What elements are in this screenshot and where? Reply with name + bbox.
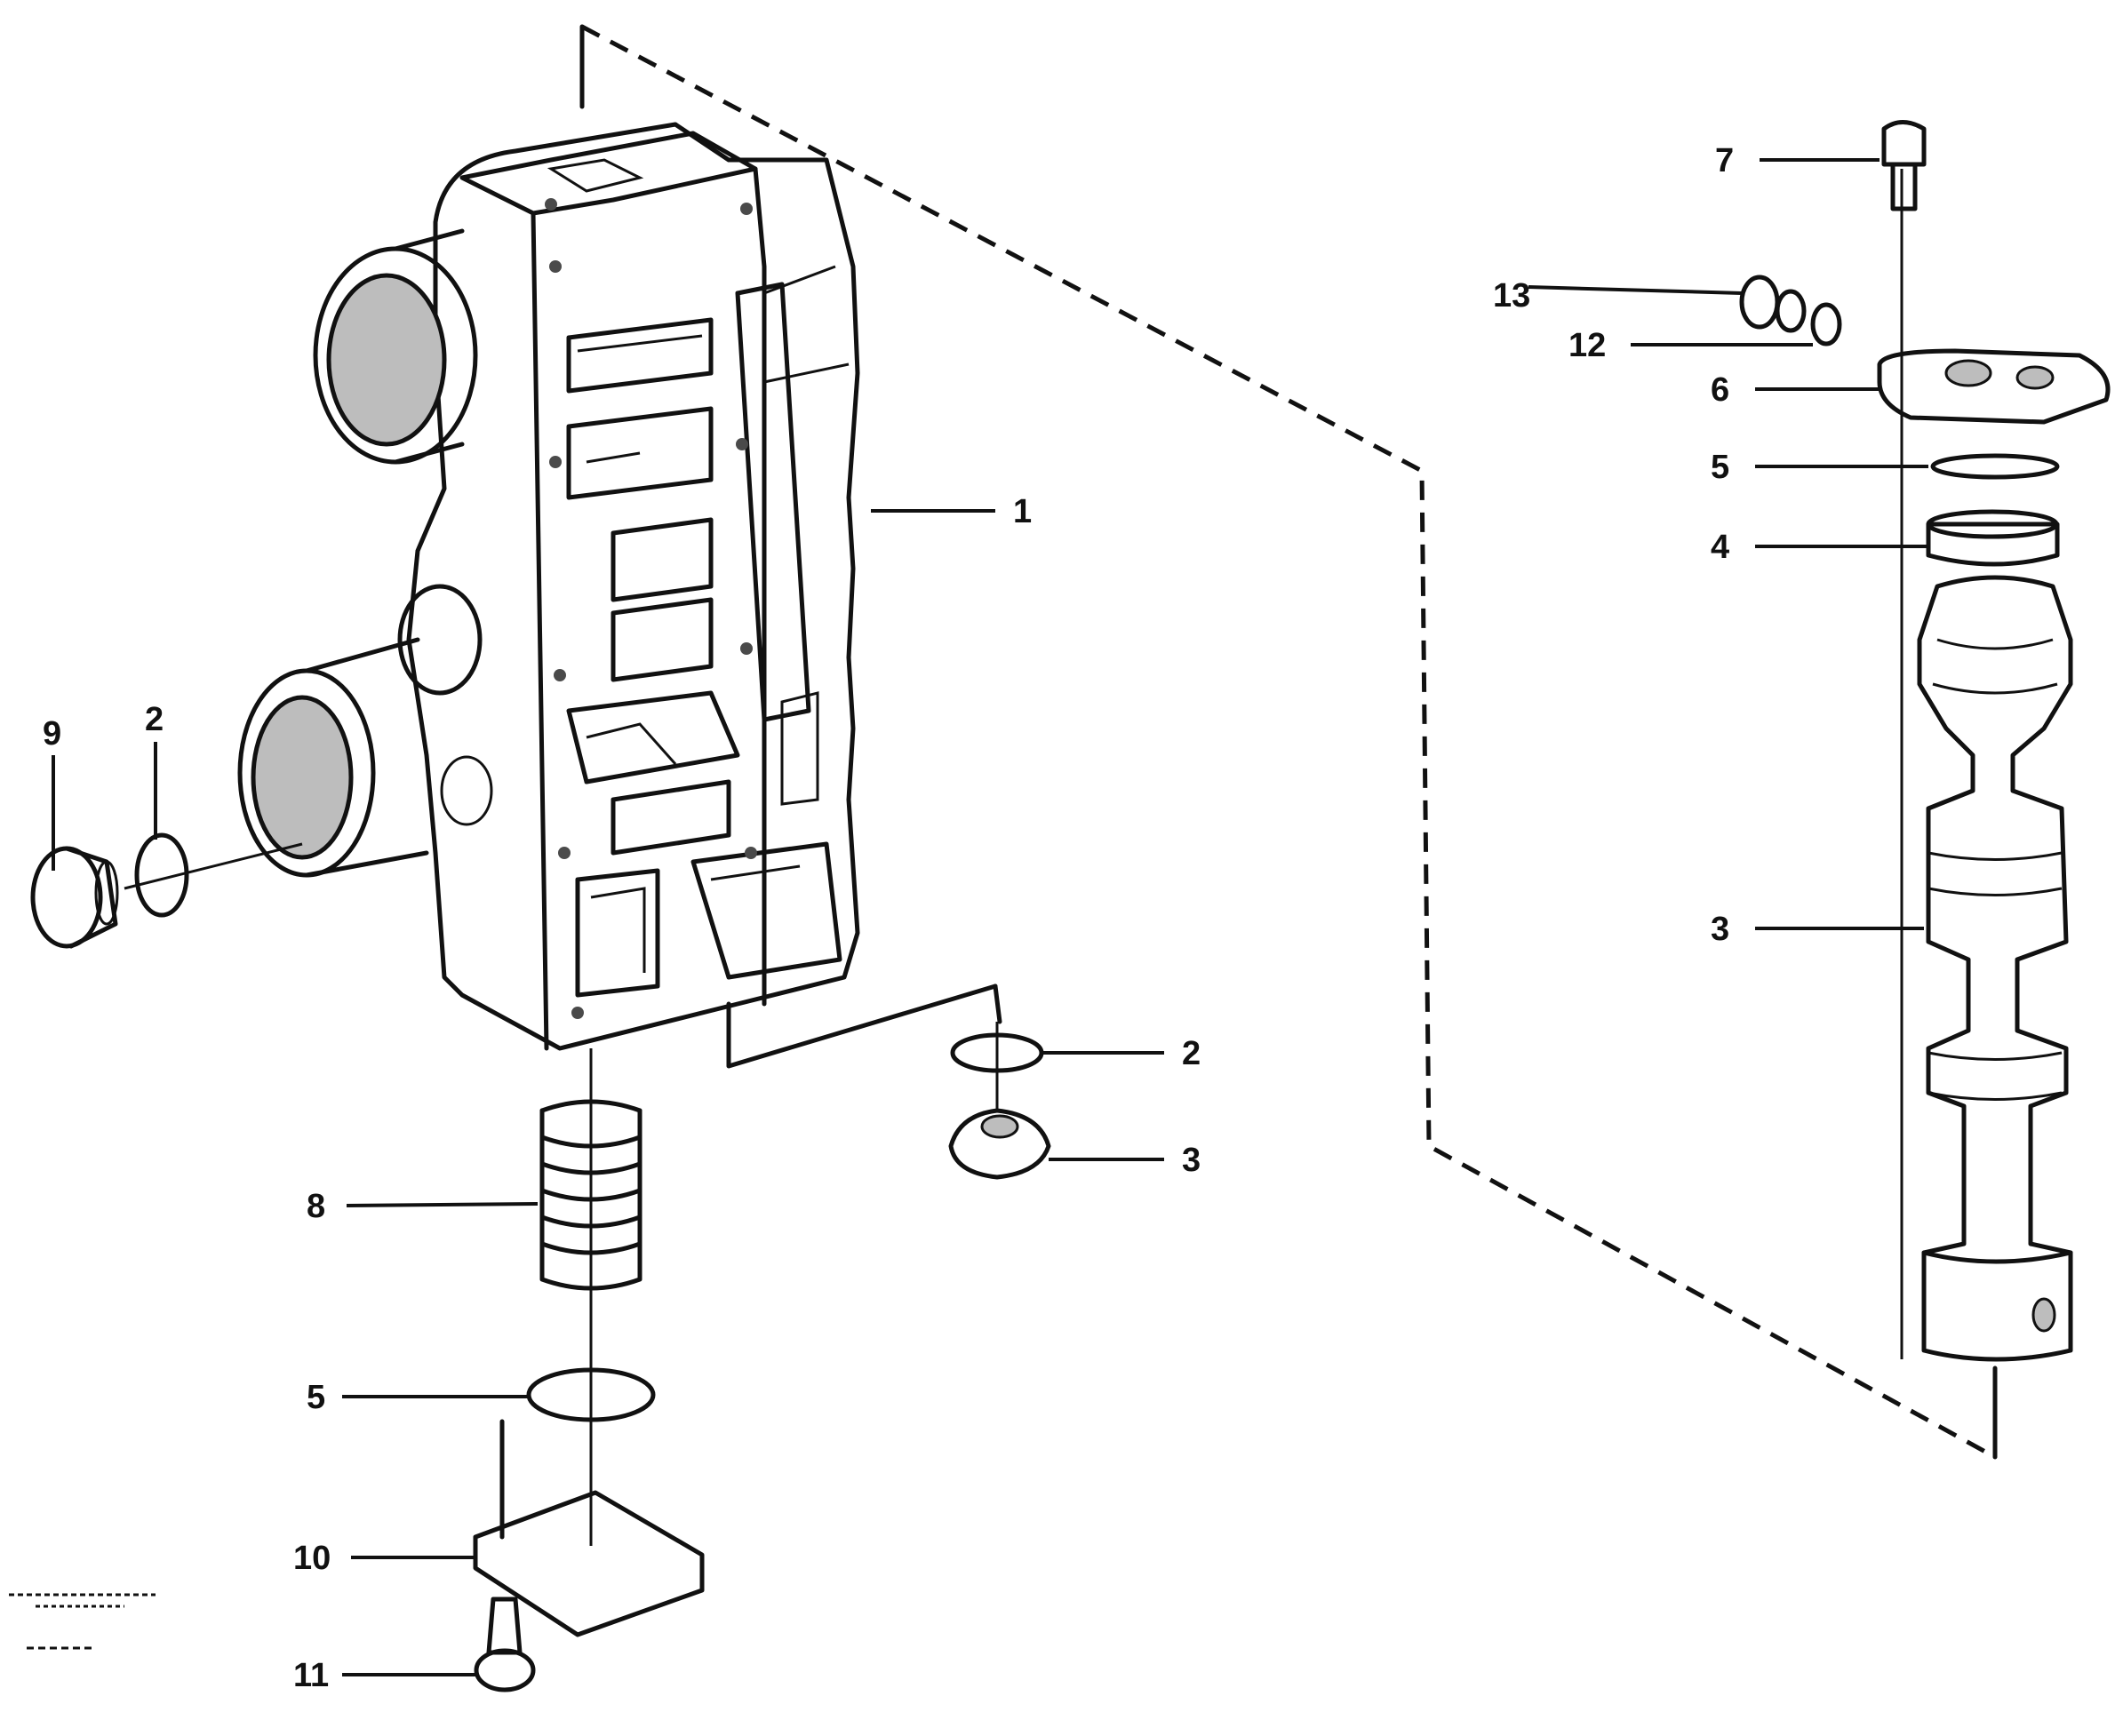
callout-4: 4: [1711, 529, 1729, 566]
left-plug-part-9: [30, 846, 119, 949]
callout-1: 1: [1013, 493, 1032, 530]
spool-assembly: [1739, 120, 2111, 1439]
valve-housing: [237, 122, 1002, 1069]
leader-lines: [52, 158, 1928, 1676]
callout-9-left: 9: [43, 715, 61, 753]
callout-7: 7: [1715, 142, 1734, 179]
callout-10: 10: [293, 1540, 331, 1577]
callouts: 1 9 2 2 3 8 5 10 11 7 13 12 6 5 4 3: [43, 142, 1734, 1694]
callout-13: 13: [1493, 277, 1530, 315]
callout-8-bottom: 8: [307, 1188, 325, 1225]
detail-bracket: [579, 24, 1998, 1460]
left-oring-part-2: [134, 832, 189, 918]
callout-2-left: 2: [145, 701, 164, 738]
cover-part-10: [473, 1419, 705, 1637]
corner-stamp: [9, 1593, 156, 1650]
cap-part-3-right: [948, 1108, 1051, 1180]
callout-6: 6: [1711, 371, 1729, 409]
callout-2-right: 2: [1182, 1035, 1201, 1072]
callout-12: 12: [1568, 327, 1606, 364]
callout-5-bottom: 5: [307, 1379, 325, 1416]
callout-5-right: 5: [1711, 449, 1729, 486]
callout-3-spool: 3: [1711, 911, 1729, 948]
screw-part-11: [474, 1597, 536, 1692]
left-plug-axis: [124, 842, 303, 890]
callout-3-right: 3: [1182, 1142, 1201, 1179]
callout-11: 11: [293, 1657, 329, 1694]
spring-part-8: [539, 1099, 642, 1291]
